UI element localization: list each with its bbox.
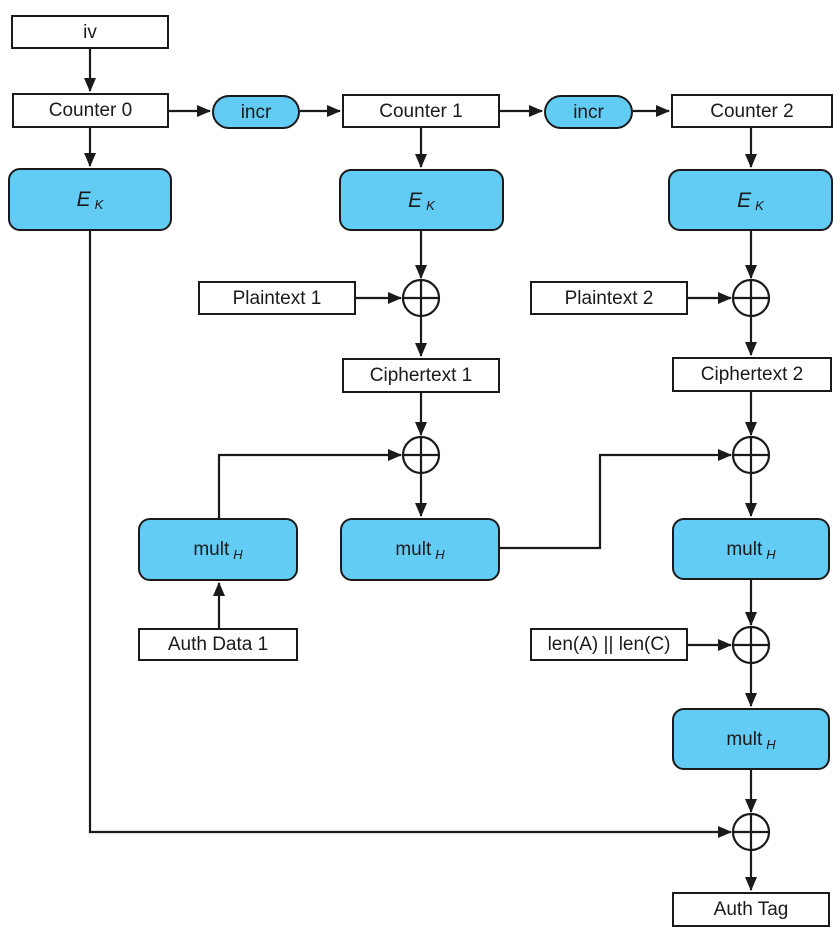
- counter-0-box: Counter 0: [12, 93, 169, 128]
- xor-final-icon: [731, 812, 771, 852]
- xor-plaintext1-icon: [401, 278, 441, 318]
- mult-label: mult: [395, 539, 432, 560]
- len-concat-box: len(A) || len(C): [530, 628, 688, 661]
- mult-label: mult: [726, 728, 763, 750]
- ciphertext-2-box: Ciphertext 2: [672, 357, 832, 392]
- ek-label: E: [76, 188, 91, 211]
- ek-label: E: [737, 188, 752, 212]
- ciphertext-1-box: Ciphertext 1: [342, 358, 500, 393]
- edge-mult1-xorc1: [217, 449, 402, 518]
- incr-pill-1: incr: [212, 95, 300, 129]
- mult-label: mult: [193, 539, 230, 560]
- counter-2-box: Counter 2: [671, 94, 833, 128]
- ek-subscript: K: [755, 197, 764, 213]
- edge-ek0-xorfinal: [88, 231, 732, 838]
- incr-pill-2: incr: [544, 95, 633, 129]
- edge-mult2-xorc2: [500, 449, 732, 550]
- iv-box: iv: [11, 15, 169, 49]
- plaintext-1-box: Plaintext 1: [198, 281, 356, 315]
- mult-subscript: H: [766, 546, 776, 562]
- mult-label: mult: [726, 538, 763, 560]
- ek-subscript: K: [426, 197, 435, 213]
- auth-data-1-box: Auth Data 1: [138, 628, 298, 661]
- xor-ghash2-icon: [731, 435, 771, 475]
- mult-subscript: H: [435, 547, 445, 562]
- counter-1-box: Counter 1: [342, 94, 500, 128]
- mult-subscript: H: [766, 736, 776, 752]
- arrow-connectors: [84, 49, 757, 891]
- ek-label: E: [408, 188, 423, 212]
- ek-subscript: K: [94, 197, 104, 212]
- xor-len-icon: [731, 625, 771, 665]
- xor-plaintext2-icon: [731, 278, 771, 318]
- xor-gates: [401, 278, 771, 852]
- auth-tag-box: Auth Tag: [672, 892, 830, 927]
- plaintext-2-box: Plaintext 2: [530, 281, 688, 315]
- xor-ghash1-icon: [401, 435, 441, 475]
- mult-subscript: H: [233, 547, 243, 562]
